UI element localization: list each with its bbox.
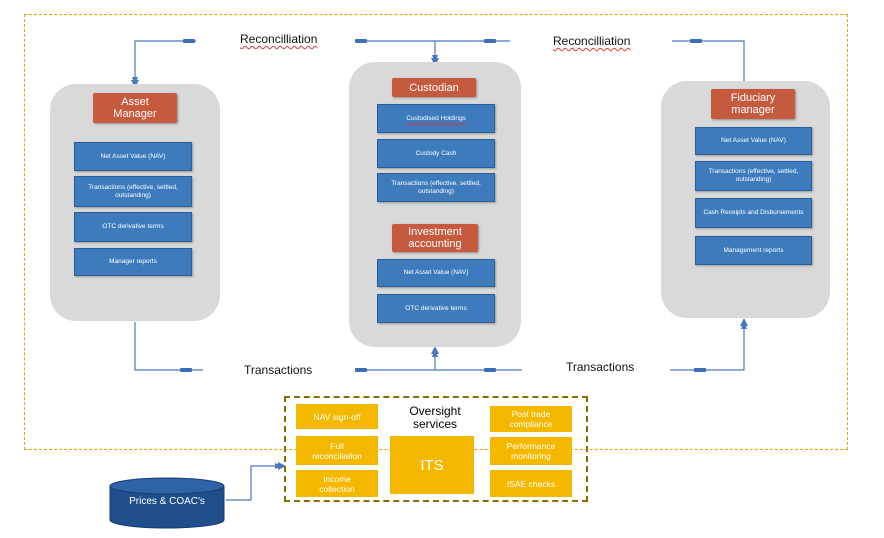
oversight-title: Oversight services xyxy=(409,404,461,431)
oversight-item-full-reconciliation: Full reconciliation xyxy=(296,436,378,465)
fiduciary-manager-item-nav: Net Asset Value (NAV) xyxy=(695,127,812,155)
investment-accounting-title: Investment accounting xyxy=(392,224,478,252)
custodian-item-transactions: Transactions (effective, settled, outsta… xyxy=(377,173,495,202)
transactions-left-line xyxy=(134,322,203,371)
fiduciary-manager-item-transactions: Transactions (effective, settled, outsta… xyxy=(695,161,812,191)
fiduciary-manager-item-reports: Management reports xyxy=(695,236,812,265)
custodian-item-holdings: Custodised Holdings xyxy=(377,104,495,133)
oversight-services-box xyxy=(284,396,588,502)
reconciliation-left-line xyxy=(132,40,196,85)
transactions-label-right: Transactions xyxy=(566,360,635,374)
oversight-item-post-trade-compliance: Post trade compliance xyxy=(490,406,572,432)
investment-accounting-item-nav: Net Asset Value (NAV) xyxy=(377,259,495,287)
reconciliation-label-left: Reconcilliation xyxy=(240,32,318,46)
database-to-oversight-line xyxy=(226,463,283,501)
its-box: ITS xyxy=(390,436,474,494)
transactions-right-line xyxy=(670,321,747,371)
flow-arrow-markers xyxy=(180,39,706,372)
custodian-title: Custodian xyxy=(392,78,476,97)
asset-manager-item-otc: OTC derivative terms xyxy=(74,212,192,242)
oversight-item-performance-monitoring: Performance monitoring xyxy=(490,437,572,465)
oversight-item-nav-signoff: NAV sign-off xyxy=(296,404,378,429)
reconciliation-right-line xyxy=(672,40,745,84)
transactions-label-left: Transactions xyxy=(244,363,313,377)
asset-manager-title: Asset Manager xyxy=(93,93,177,123)
asset-manager-item-reports: Manager reports xyxy=(74,248,192,276)
reconciliation-label-right: Reconcilliation xyxy=(553,34,631,48)
database-label: Prices & COAC's xyxy=(129,496,205,507)
fiduciary-manager-item-cash: Cash Receipts and Disbursements xyxy=(695,198,812,228)
oversight-item-isae-checks: ISAE checks xyxy=(490,470,572,497)
investment-accounting-item-otc: OTC derivative terms xyxy=(377,294,495,323)
asset-manager-item-transactions: Transactions (effective, settled, outsta… xyxy=(74,176,192,207)
database-icon xyxy=(109,477,225,529)
asset-manager-item-nav: Net Asset Value (NAV) xyxy=(74,142,192,171)
oversight-item-income-collection: Income collection xyxy=(296,470,378,497)
fiduciary-manager-title: Fiduciary manager xyxy=(711,89,795,119)
custodian-item-cash: Custody Cash xyxy=(377,139,495,168)
